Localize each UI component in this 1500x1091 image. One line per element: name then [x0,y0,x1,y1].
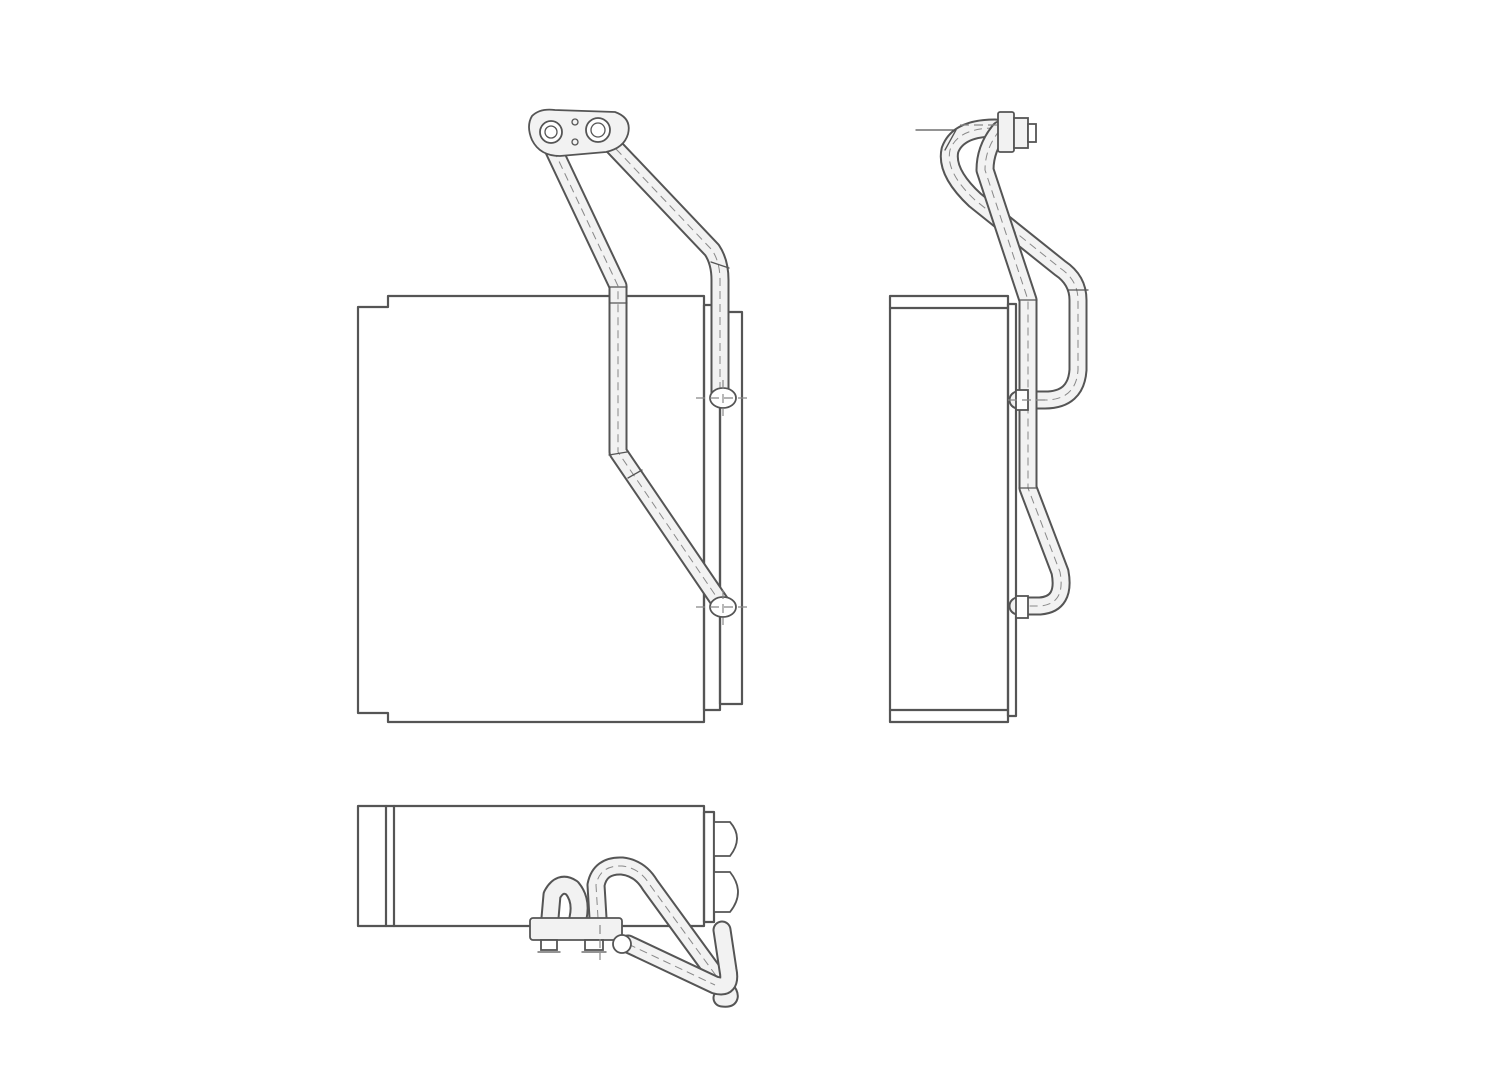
top-pipe-return [618,920,739,996]
side-inlet-stub [1015,595,1029,619]
top-view [356,804,739,1008]
side-core-body [888,294,1010,724]
front-inlet-pipe [538,128,732,615]
front-side-plate [718,310,744,706]
front-outlet-pipe [588,120,730,405]
front-flange-block [528,108,630,157]
top-core-body [356,804,706,928]
top-side-tank [702,810,716,924]
side-upper-pipe [939,118,1088,410]
side-header-plate [1006,302,1018,718]
top-flange-block [529,917,632,954]
front-view [356,108,752,724]
top-pipe-small [540,875,589,928]
top-tank-cap-upper [713,821,738,857]
side-end-fitting [997,111,1037,153]
side-view [888,111,1089,724]
top-tank-cap-lower [713,871,739,913]
top-pipe-large [586,856,739,1008]
side-lower-pipe [975,120,1071,616]
